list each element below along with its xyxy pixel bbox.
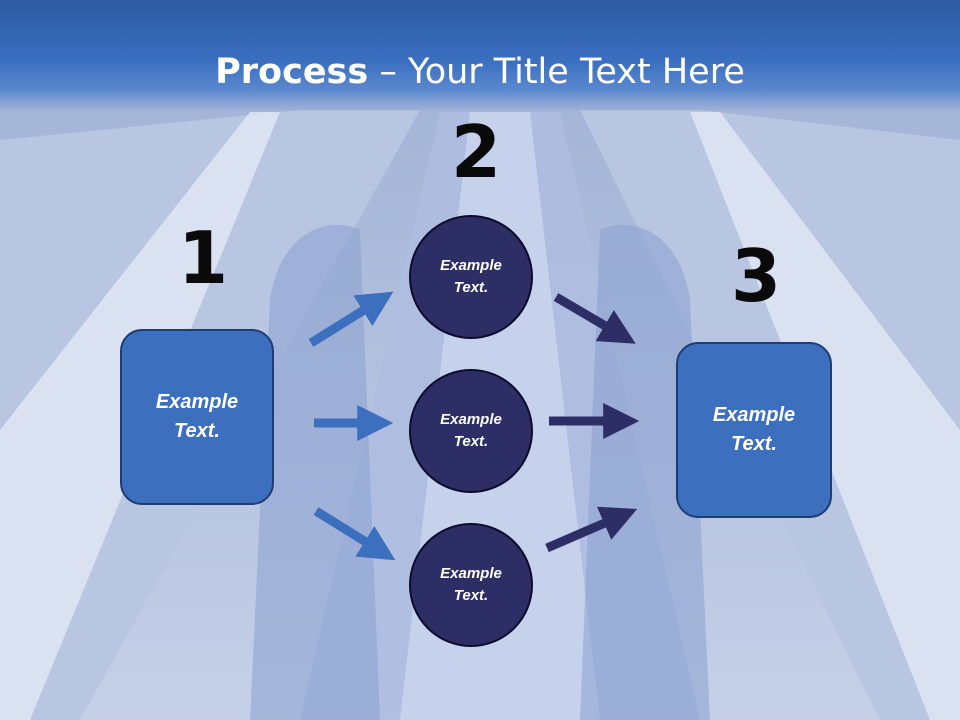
- arrow-circle-top-to-3: [553, 293, 636, 344]
- slide-title: Process – Your Title Text Here: [0, 52, 960, 92]
- step-2-circle-top: Example Text.: [409, 215, 533, 339]
- arrow-1-to-circle-top: [308, 291, 394, 347]
- step-1-box: Example Text.: [120, 329, 274, 505]
- step-2-circle-bottom: Example Text.: [409, 523, 533, 647]
- title-bar: [0, 0, 960, 112]
- step-2-circle-middle: Example Text.: [409, 369, 533, 493]
- arrow-1-to-circle-bottom: [313, 507, 396, 561]
- step-3-box: Example Text.: [676, 342, 832, 518]
- arrow-circle-bottom-to-3: [545, 506, 638, 553]
- title-bold: Process: [215, 52, 369, 92]
- title-rest: – Your Title Text Here: [368, 52, 745, 92]
- step-number-1: 1: [178, 216, 229, 300]
- step-number-3: 3: [731, 234, 782, 318]
- step-number-2: 2: [451, 110, 502, 194]
